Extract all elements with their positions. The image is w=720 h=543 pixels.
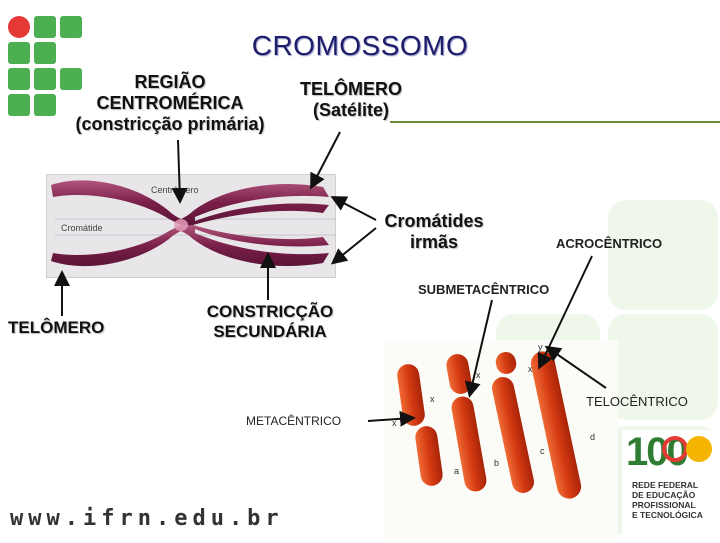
chromosome-letter-d: d	[590, 432, 596, 442]
photo-label-centromere: Centrômero	[151, 185, 199, 195]
logo-circle-red	[662, 436, 688, 462]
label-constriccao-secundaria: CONSTRICÇÃO SECUNDÁRIA	[206, 302, 334, 341]
ifrn-logo	[6, 14, 86, 116]
chromosome-letter-x1: x	[392, 418, 397, 428]
chromosome-letter-b: b	[494, 458, 500, 468]
chromosome-letter-y: y	[538, 342, 543, 352]
chromosome-letter-c: c	[540, 446, 545, 456]
label-telomero-satelite: TELÔMERO (Satélite)	[300, 79, 402, 120]
chromosome-letter-a: a	[454, 466, 460, 476]
chromosome-letter-x2: x	[430, 394, 435, 404]
label-acrocentrico: ACROCÊNTRICO	[556, 236, 663, 251]
label-metacentrico: METACÊNTRICO	[246, 414, 342, 428]
logo-circle-yellow	[686, 436, 712, 462]
label-telomero: TELÔMERO	[8, 318, 105, 337]
chromosome-letter-x3: x	[476, 370, 481, 380]
photo-label-cromatide: Cromátide	[61, 223, 103, 233]
background-panel-right-top	[608, 200, 718, 310]
logo-line-2: DE EDUCAÇÃO	[632, 490, 696, 500]
label-telocentrico: TELOCÊNTRICO	[586, 394, 688, 409]
header-rule	[390, 121, 720, 123]
background-panel-right-mid	[608, 314, 718, 420]
label-submetacentrico: SUBMETACÊNTRICO	[418, 282, 550, 297]
chromosome-illustration	[51, 180, 335, 267]
chromosome-letter-x4: x	[528, 364, 533, 374]
chromosome-types-photo: x x x x y a b c d	[384, 340, 618, 538]
label-regiao-centromerica: REGIÃO CENTROMÉRICA (constricção primári…	[75, 72, 265, 134]
rede-federal-100-logo: 100 REDE FEDERAL DE EDUCAÇÃO PROFISSIONA…	[622, 430, 718, 538]
label-cromatides-irmas: Cromátides irmãs	[384, 211, 484, 252]
logo-line-1: REDE FEDERAL	[632, 480, 699, 490]
logo-line-4: E TECNOLÓGICA	[632, 510, 703, 520]
page-title: CROMOSSOMO	[251, 30, 469, 61]
logo-line-3: PROFISSIONAL	[632, 500, 696, 510]
footer-url[interactable]: www.ifrn.edu.br	[10, 506, 284, 531]
chromosome-photo: Centrômero Cromátide	[46, 174, 336, 278]
chromosome-types-illustration	[397, 351, 582, 499]
